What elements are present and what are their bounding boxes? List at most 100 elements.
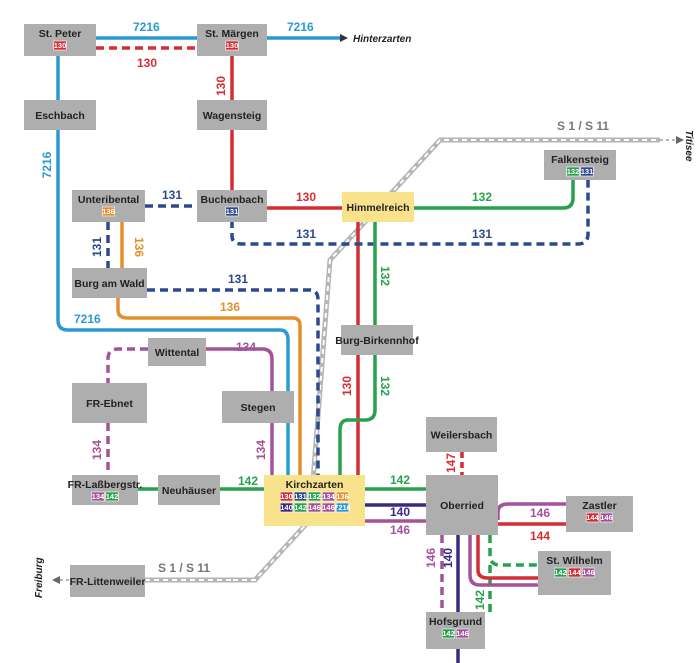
- route-badge-label: 134: [92, 492, 105, 501]
- route-badge-144: 144: [585, 512, 600, 523]
- label-7216: 7216: [287, 20, 314, 34]
- label-7216: 7216: [133, 20, 160, 34]
- station-name: Unteribental: [78, 194, 139, 206]
- route-badge-label: 7216: [334, 503, 351, 512]
- station-himmelreich: Himmelreich: [342, 192, 414, 222]
- station-box: [72, 383, 147, 423]
- label-130: 130: [214, 76, 228, 96]
- route-132: [338, 180, 575, 475]
- label-142: 142: [390, 473, 410, 487]
- route-badge-142: 142: [553, 567, 568, 578]
- station-name: Zastler: [582, 500, 616, 512]
- station-box: [426, 417, 497, 452]
- station-oberried: Oberried: [426, 475, 498, 535]
- route-badge-142: 142: [105, 491, 119, 502]
- station-box: [222, 391, 294, 423]
- label-131: 131: [472, 227, 492, 241]
- label-132: 132: [378, 376, 392, 396]
- label-7216: 7216: [40, 151, 54, 178]
- route-badge-146: 146: [321, 502, 336, 513]
- route-badge-142: 142: [293, 502, 308, 513]
- route-144: [476, 522, 566, 580]
- route-badge-label: 142: [442, 629, 455, 638]
- label-130: 130: [137, 56, 157, 70]
- route-badge-label: 132: [567, 167, 580, 176]
- label-136: 136: [132, 237, 146, 257]
- label-146: 146: [530, 506, 550, 520]
- station-box: [341, 325, 413, 355]
- route-badge-label: 131: [294, 492, 307, 501]
- label-140: 140: [390, 505, 410, 519]
- route-142: [138, 487, 538, 612]
- route-136: [116, 222, 302, 475]
- label-147: 147: [444, 453, 458, 473]
- route-131: [106, 180, 590, 475]
- station-burg-birkenhof: Burg-Birkennhof: [335, 325, 419, 355]
- route-badge-label: 144: [568, 568, 581, 577]
- station-box: [70, 565, 145, 597]
- station-name: FR-Ebnet: [86, 398, 133, 410]
- station-box: [426, 612, 485, 649]
- station-fr-littenweiler: FR-Littenweiler: [70, 565, 146, 597]
- route-badge-130: 130: [279, 491, 294, 502]
- station-box: [566, 496, 633, 532]
- station-box: [544, 150, 616, 180]
- station-eschbach: Eschbach: [24, 100, 96, 130]
- destination-freiburg: Freiburg: [34, 557, 45, 598]
- route-badge-146: 146: [307, 502, 322, 513]
- label-146: 146: [390, 523, 410, 537]
- arrow-freiburg-icon: [52, 576, 60, 584]
- route-badge-label: 146: [582, 568, 595, 577]
- route-badge-label: 146: [322, 503, 335, 512]
- station-stegen: Stegen: [222, 391, 294, 423]
- station-box: [158, 475, 220, 505]
- label-134: 134: [236, 340, 256, 354]
- label-7216: 7216: [74, 312, 101, 326]
- station-name: Burg-Birkennhof: [335, 335, 419, 347]
- route-badge-label: 142: [106, 492, 119, 501]
- route-labels: 7216 7216 130 7216 134 136 131 131 130 1…: [40, 20, 550, 610]
- route-badge-132: 132: [307, 491, 322, 502]
- route-badge-label: 140: [280, 503, 293, 512]
- label-140: 140: [441, 548, 455, 568]
- label-132: 132: [472, 190, 492, 204]
- station-name: FR-Laßbergstr.: [68, 479, 143, 491]
- route-badge-label: 132: [308, 492, 321, 501]
- route-badge-131: 131: [225, 206, 239, 217]
- arrow-hinterzarten-icon: [340, 34, 348, 42]
- route-badge-label: 130: [226, 41, 239, 50]
- station-weilersbach: Weilersbach: [426, 417, 497, 452]
- destination-hinterzarten: Hinterzarten: [353, 34, 411, 45]
- route-badge-131: 131: [580, 166, 594, 177]
- route-badge-146: 146: [599, 512, 614, 523]
- route-badge-7216: 7216: [334, 502, 351, 513]
- route-badge-134: 134: [321, 491, 336, 502]
- label-134: 134: [90, 440, 104, 460]
- station-name: St. Märgen: [205, 28, 259, 40]
- station-name: FR-Littenweiler: [70, 576, 146, 588]
- station-name: Oberried: [440, 500, 484, 512]
- station-box: [72, 268, 147, 298]
- destination-titisee: Titisee: [683, 130, 694, 162]
- route-badge-label: 142: [554, 568, 567, 577]
- station-name: Wittental: [155, 347, 199, 359]
- station-name: St. Wilhelm: [546, 555, 603, 567]
- route-badge-136: 136: [335, 491, 350, 502]
- label-134: 134: [254, 440, 268, 460]
- route-badge-label: 142: [294, 503, 307, 512]
- route-badge-131: 131: [293, 491, 308, 502]
- route-badge-label: 130: [280, 492, 293, 501]
- route-badge-134: 134: [91, 491, 105, 502]
- route-badge-146: 146: [455, 628, 470, 639]
- station-name: St. Peter: [39, 28, 82, 40]
- label-142: 142: [238, 474, 258, 488]
